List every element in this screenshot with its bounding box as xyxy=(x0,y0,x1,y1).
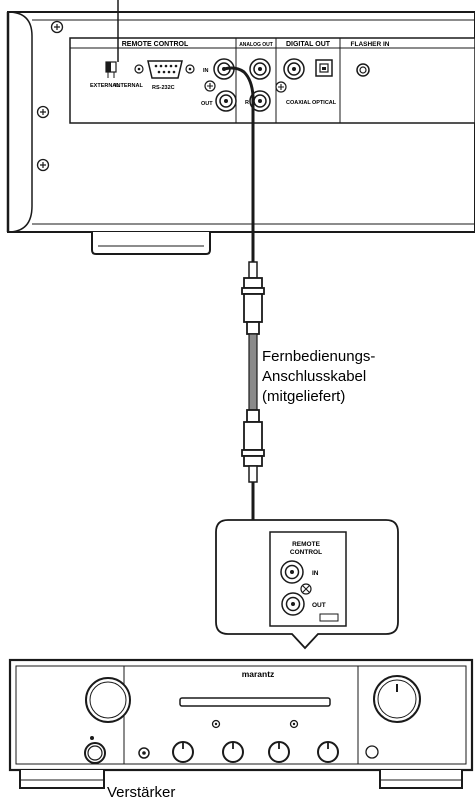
player-side-panel xyxy=(7,11,33,233)
cable-label-line3: (mitgeliefert) xyxy=(262,388,345,405)
cable-label-line1: Fernbedienungs- xyxy=(262,348,375,365)
volume-knob[interactable] xyxy=(373,675,421,723)
callout-out-label: OUT xyxy=(312,602,326,609)
ground-screw-icon xyxy=(275,81,287,93)
remote-cable xyxy=(223,66,293,606)
callout-title-line1: REMOTE xyxy=(292,541,320,548)
power-button[interactable] xyxy=(84,742,106,764)
optical-port[interactable] xyxy=(315,59,333,77)
screw-icon xyxy=(36,105,50,119)
remote-out-jack[interactable] xyxy=(215,90,237,112)
cable-label-line2: Anschlusskabel xyxy=(262,368,366,385)
tone-knob[interactable] xyxy=(172,741,194,763)
cable-body xyxy=(248,333,258,411)
analog-r-label: R xyxy=(245,100,249,106)
coaxial-label: COAXIAL xyxy=(286,100,311,106)
callout-bubble: REMOTE CONTROL IN OUT xyxy=(215,519,399,650)
tone-knob[interactable] xyxy=(317,741,339,763)
rca-plug-bottom xyxy=(241,409,265,483)
callout-title-line2: CONTROL xyxy=(290,549,322,556)
amp-remote-in-jack[interactable] xyxy=(280,560,304,584)
rca-plug-top xyxy=(241,261,265,335)
coaxial-jack[interactable] xyxy=(283,58,305,80)
headphone-jack[interactable] xyxy=(138,747,150,759)
amp-foot-left xyxy=(19,770,105,789)
amp-remote-out-jack[interactable] xyxy=(281,592,305,616)
rs232c-port[interactable] xyxy=(134,60,195,79)
amp-foot-right xyxy=(379,770,463,789)
external-internal-switch[interactable] xyxy=(105,61,117,78)
switch-external-label: EXTERNAL xyxy=(90,83,120,89)
player-foot xyxy=(91,232,211,255)
amp-display xyxy=(179,697,331,707)
ground-screw-icon xyxy=(300,583,312,595)
remote-in-label: IN xyxy=(203,68,209,74)
analog-out-header: ANALOG OUT xyxy=(239,42,273,48)
tone-knob[interactable] xyxy=(222,741,244,763)
rear-terminal-panel xyxy=(69,37,475,124)
amp-brand-logo: marantz xyxy=(242,669,275,679)
screw-icon xyxy=(36,158,50,172)
analog-out-right-jack[interactable] xyxy=(249,90,271,112)
digital-out-header: DIGITAL OUT xyxy=(286,41,331,48)
remote-out-label: OUT xyxy=(201,101,213,107)
amplifier-label: Verstärker xyxy=(107,784,175,801)
tone-knob[interactable] xyxy=(268,741,290,763)
flasher-in-jack[interactable] xyxy=(356,63,370,77)
player-unit: REMOTE CONTROL ANALOG OUT DIGITAL OUT FL… xyxy=(6,0,475,255)
screw-icon xyxy=(50,20,64,34)
input-selector-knob[interactable] xyxy=(85,677,131,723)
rs232c-label: RS-232C xyxy=(152,85,175,91)
remote-sensor xyxy=(365,745,379,759)
remote-control-header: REMOTE CONTROL xyxy=(122,41,189,48)
optical-label: OPTICAL xyxy=(312,100,337,106)
cable-wire-top xyxy=(223,66,255,262)
amplifier-unit: marantz xyxy=(8,658,474,789)
flasher-in-header: FLASHER IN xyxy=(351,41,390,48)
ground-screw-icon xyxy=(204,80,216,92)
switch-internal-label: INTERNAL xyxy=(115,83,143,89)
callout-in-label: IN xyxy=(312,570,319,577)
analog-out-left-jack[interactable] xyxy=(249,58,271,80)
